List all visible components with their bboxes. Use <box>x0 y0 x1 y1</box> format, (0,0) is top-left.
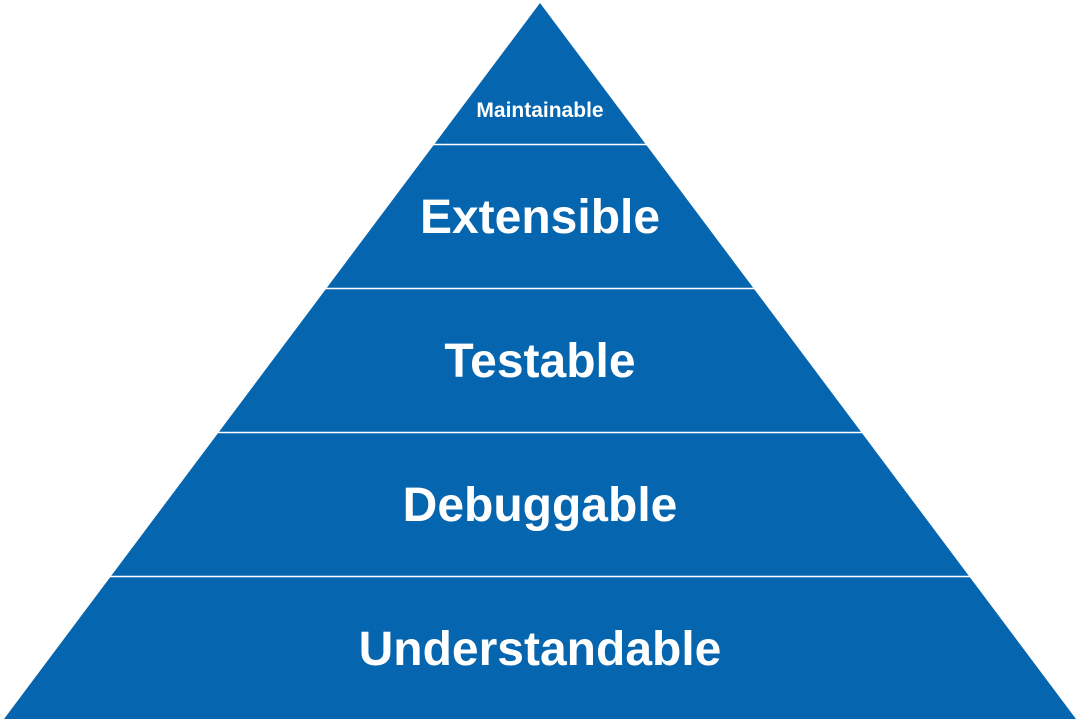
tier-label-maintainable: Maintainable <box>476 99 603 122</box>
pyramid-shape <box>4 3 1076 719</box>
tier-label-extensible: Extensible <box>420 191 660 244</box>
tier-label-testable: Testable <box>444 335 635 388</box>
tier-label-understandable: Understandable <box>359 623 722 676</box>
tier-label-debuggable: Debuggable <box>403 479 678 532</box>
